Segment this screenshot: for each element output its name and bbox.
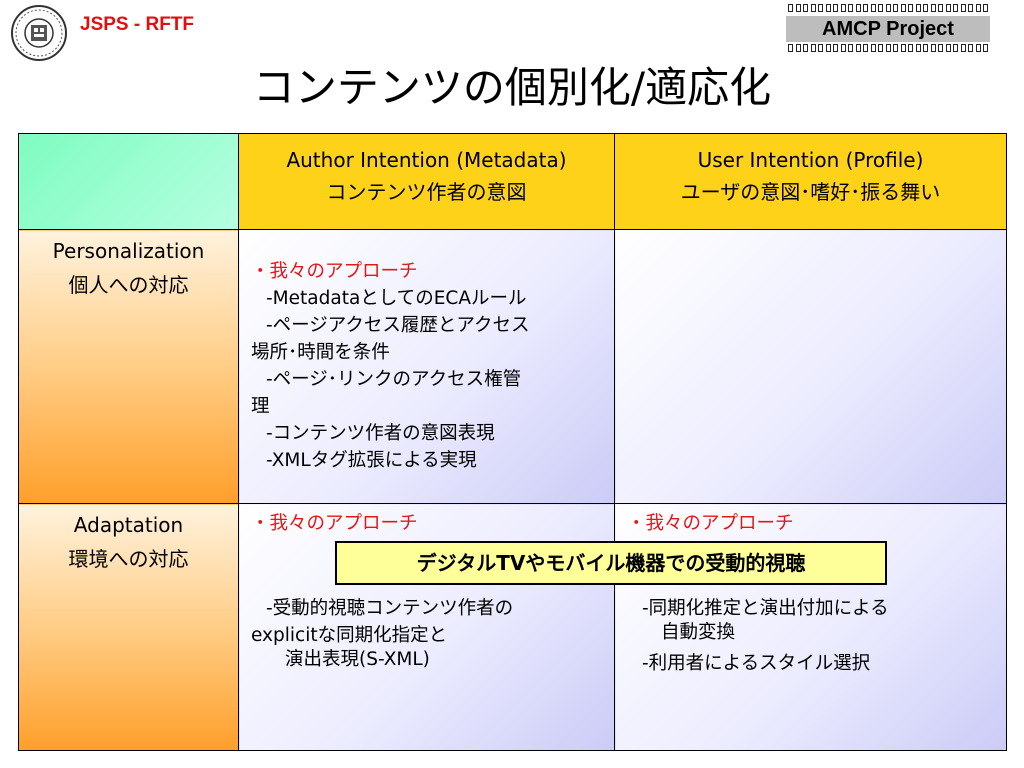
intention-matrix: Author Intention (Metadata) コンテンツ作者の意図 U…: [18, 133, 1007, 751]
list-item: 自動変換: [661, 622, 736, 643]
approach-heading: ・我々のアプローチ: [627, 513, 794, 534]
project-badge-label: AMCP Project: [786, 16, 990, 42]
row-header-adaptation-ja: 環境への対応: [68, 547, 189, 571]
column-header-user: User Intention (Profile) ユーザの意図･嗜好･振る舞い: [614, 133, 1007, 230]
list-item: -受動的視聴コンテンツ作者の: [266, 598, 514, 619]
list-item: 演出表現(S-XML): [285, 649, 430, 670]
column-header-author: Author Intention (Metadata) コンテンツ作者の意図: [238, 133, 615, 230]
slide-title: コンテンツの個別化/適応化: [252, 63, 772, 112]
approach-heading: ・我々のアプローチ: [251, 513, 418, 534]
film-strip-bottom: [786, 44, 990, 54]
list-item: 場所･時間を条件: [251, 342, 390, 363]
row-header-adaptation-en: Adaptation: [73, 513, 184, 537]
list-item: explicitな同期化指定と: [251, 625, 448, 646]
column-header-user-ja: ユーザの意図･嗜好･振る舞い: [680, 180, 941, 204]
row-header-personalization: Personalization 個人への対応: [18, 229, 239, 504]
film-strip-top: [786, 4, 990, 14]
row-header-personalization-en: Personalization: [52, 239, 205, 263]
column-header-user-en: User Intention (Profile): [697, 148, 924, 172]
approach-heading: ・我々のアプローチ: [251, 261, 418, 282]
cell-personalization-user: [614, 229, 1007, 504]
list-item: -ページアクセス履歴とアクセス: [266, 315, 530, 336]
corner-cell: [18, 133, 239, 230]
list-item: -同期化推定と演出付加による: [642, 598, 889, 619]
column-header-author-en: Author Intention (Metadata): [286, 148, 567, 172]
project-badge: AMCP Project: [786, 4, 990, 54]
callout-box: デジタルTVやモバイル機器での受動的視聴: [335, 541, 887, 585]
org-label: JSPS - RFTF: [80, 14, 195, 35]
list-item: -XMLタグ拡張による実現: [266, 450, 477, 471]
list-item: 理: [251, 396, 270, 417]
row-header-personalization-ja: 個人への対応: [68, 273, 189, 297]
cell-personalization-author: ・我々のアプローチ -MetadataとしてのECAルール -ページアクセス履歴…: [238, 229, 615, 504]
list-item: -ページ･リンクのアクセス権管: [266, 369, 522, 390]
university-seal-icon: [8, 4, 70, 62]
list-item: -コンテンツ作者の意図表現: [266, 423, 495, 444]
list-item: -利用者によるスタイル選択: [642, 653, 871, 674]
list-item: -MetadataとしてのECAルール: [266, 288, 527, 309]
row-header-adaptation: Adaptation 環境への対応: [18, 503, 239, 751]
column-header-author-ja: コンテンツ作者の意図: [326, 180, 527, 204]
